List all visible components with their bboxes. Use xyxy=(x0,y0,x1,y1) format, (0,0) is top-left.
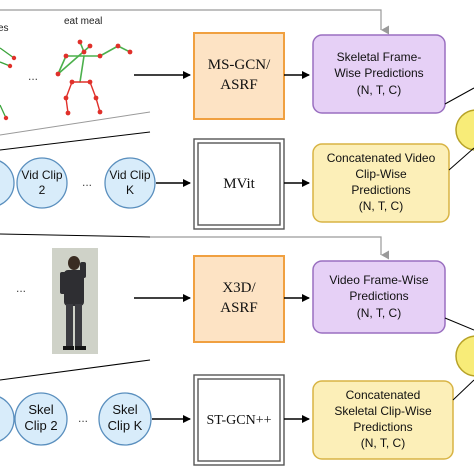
divider-top-section2 xyxy=(0,131,151,151)
mvit-block-inner xyxy=(197,142,281,226)
vid-clip-1-partial xyxy=(0,160,15,206)
vid-clip-ellipsis: ... xyxy=(82,175,92,189)
skel-clip-k-line1: Skel xyxy=(112,402,137,417)
skeleton-label-fragment: es xyxy=(0,23,9,34)
skel-clip-2-line2: Clip 2 xyxy=(24,418,57,433)
skel-clip-k-line2: Clip K xyxy=(108,418,143,433)
ensemble-node-top xyxy=(455,109,474,151)
video-frame-predictions-box xyxy=(312,260,446,334)
video-panel-border xyxy=(150,236,389,260)
connector-top-right xyxy=(444,87,474,105)
ensemble-node-bottom xyxy=(455,335,474,377)
skeletal-frame-pred-line1: Skeletal Frame- xyxy=(337,50,422,64)
video-clip-pred-line1: Concatenated Video xyxy=(327,151,436,165)
skeleton-panel-border xyxy=(0,9,389,35)
skeleton-figure-icon xyxy=(55,39,133,116)
skel-clip-2 xyxy=(14,392,68,446)
video-clip-pred-line3: Predictions xyxy=(351,183,410,197)
video-frame-pred-line1: Video Frame-Wise xyxy=(329,273,428,287)
skeletal-frame-pred-line3: (N, T, C) xyxy=(357,83,401,97)
skel-clip-1-partial xyxy=(0,396,15,442)
skeletal-frame-predictions-box xyxy=(312,34,446,114)
skeletal-clip-predictions-box xyxy=(312,380,454,460)
skel-clip-pred-line4: (N, T, C) xyxy=(361,436,405,450)
st-gcn-block-inner xyxy=(197,378,281,462)
x3d-label-line2: ASRF xyxy=(220,300,258,316)
skeleton-clip-section: Skel Clip 2 ... Skel Clip K ST-GCN++ Con… xyxy=(0,374,474,466)
skeleton-label-eat-meal: eat meal xyxy=(64,16,102,27)
video-frame-pred-line3: (N, T, C) xyxy=(357,306,401,320)
skel-clip-ellipsis: ... xyxy=(78,411,88,425)
video-frame-section: ... X3D/ ASRF Video Frame-Wise Predictio… xyxy=(0,233,474,381)
skel-clip-pred-line2: Skeletal Clip-Wise xyxy=(334,404,432,418)
skeleton-section: es eat meal ... xyxy=(0,9,474,151)
vid-clip-k-line1: Vid Clip xyxy=(109,168,150,182)
ms-gcn-label-line1: MS-GCN/ xyxy=(208,57,271,73)
person-video-frame-icon xyxy=(52,248,98,354)
skeleton-panel-bottom xyxy=(0,111,151,136)
vid-clip-k-line2: K xyxy=(126,183,134,197)
video-clip-pred-line4: (N, T, C) xyxy=(359,199,403,213)
vid-clip-2-line1: Vid Clip xyxy=(21,168,62,182)
video-clip-predictions-box xyxy=(312,143,450,223)
connector-section4-right xyxy=(452,379,474,401)
vid-clip-k xyxy=(104,157,156,209)
ms-gcn-asrf-block xyxy=(193,32,285,120)
skel-clip-pred-line1: Concatenated xyxy=(346,388,421,402)
ms-gcn-label-line2: ASRF xyxy=(220,77,258,93)
vid-clip-2-line2: 2 xyxy=(39,183,46,197)
skel-clip-k xyxy=(98,392,152,446)
connector-section2-right xyxy=(448,147,474,171)
video-frame-pred-line2: Predictions xyxy=(349,289,408,303)
skel-clip-pred-line3: Predictions xyxy=(353,420,412,434)
skel-clip-2-line1: Skel xyxy=(28,402,53,417)
skeleton-ellipsis: ... xyxy=(28,69,38,83)
divider-top-section3 xyxy=(0,233,151,238)
video-clip-pred-line2: Clip-Wise xyxy=(355,167,407,181)
x3d-label-line1: X3D/ xyxy=(222,280,256,296)
video-clip-section: Vid Clip 2 ... Vid Clip K MVit Concatena… xyxy=(0,131,474,230)
skeleton-figure-partial-joints xyxy=(3,55,17,121)
vid-clip-2 xyxy=(16,157,68,209)
st-gcn-label: ST-GCN++ xyxy=(206,413,271,428)
video-panel-ellipsis: ... xyxy=(16,281,26,295)
x3d-asrf-block xyxy=(193,255,285,343)
mvit-label: MVit xyxy=(223,176,255,192)
connector-section3-right xyxy=(444,317,474,331)
skeletal-frame-pred-line2: Wise Predictions xyxy=(334,66,423,80)
divider-top-section4 xyxy=(0,359,151,381)
